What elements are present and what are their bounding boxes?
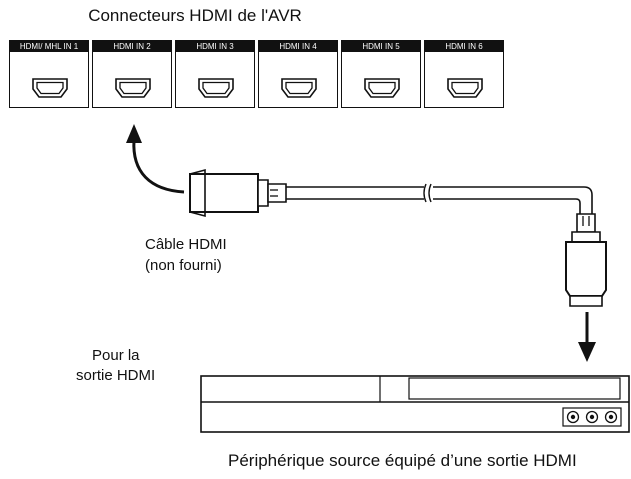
source-device-icon [200,375,630,433]
port-label: HDMI IN 4 [259,41,337,52]
cable-note: (non fourni) [145,257,222,274]
port-label: HDMI/ MHL IN 1 [10,41,88,52]
hdmi-plug-left-icon [189,168,287,218]
port-label: HDMI IN 2 [93,41,171,52]
hdmi-port-3: HDMI IN 3 [175,40,255,108]
hdmi-socket-icon [281,78,317,98]
curved-arrow-icon [126,124,185,194]
cable-label: Câble HDMI [145,236,227,253]
hdmi-port-1: HDMI/ MHL IN 1 [9,40,89,108]
hdmi-socket-icon [364,78,400,98]
down-arrow-icon [578,312,596,362]
hdmi-port-2: HDMI IN 2 [92,40,172,108]
avr-hdmi-connector-panel: HDMI/ MHL IN 1 HDMI IN 2 HDMI IN 3 HDMI … [9,40,504,108]
output-label-line2: sortie HDMI [76,367,156,384]
hdmi-socket-icon [115,78,151,98]
hdmi-port-4: HDMI IN 4 [258,40,338,108]
hdmi-socket-icon [447,78,483,98]
port-label: HDMI IN 5 [342,41,420,52]
port-label: HDMI IN 3 [176,41,254,52]
output-label-line1: Pour la [92,347,140,364]
hdmi-socket-icon [198,78,234,98]
hdmi-port-6: HDMI IN 6 [424,40,504,108]
hdmi-plug-right-icon [565,213,607,307]
hdmi-cable-line [286,183,593,214]
hdmi-socket-icon [32,78,68,98]
port-label: HDMI IN 6 [425,41,503,52]
source-device-caption: Périphérique source équipé d’une sortie … [228,451,577,470]
hdmi-port-5: HDMI IN 5 [341,40,421,108]
diagram-title: Connecteurs HDMI de l'AVR [88,6,302,25]
